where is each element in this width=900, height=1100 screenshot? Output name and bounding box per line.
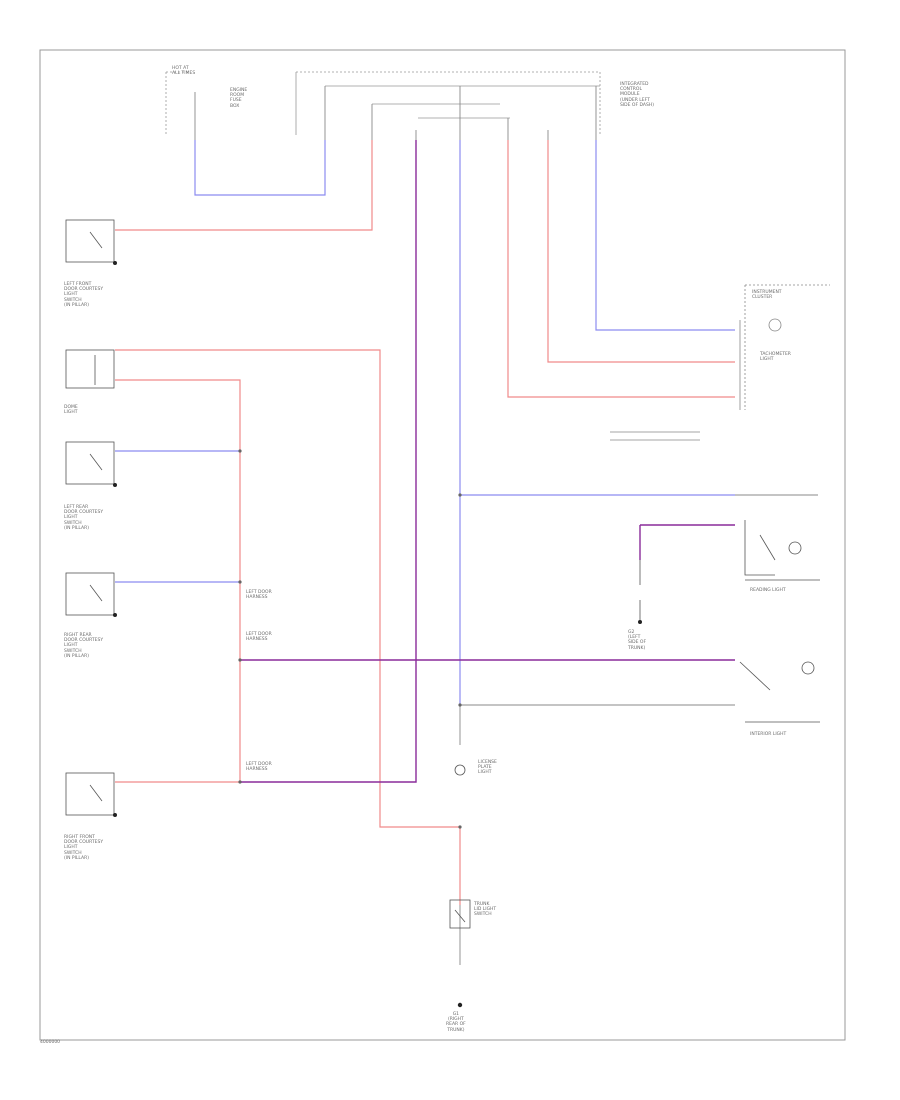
label-license-lamp: LICENSE PLATE LIGHT xyxy=(478,760,497,776)
label-trunk-switch: TRUNK LID LIGHT SWITCH xyxy=(474,902,497,918)
wires-red xyxy=(115,140,735,905)
wires-purple xyxy=(240,140,735,783)
license-lamp-symbol xyxy=(449,764,471,929)
label-fuse: HOT AT ALL TIMES xyxy=(172,66,196,77)
trunk-ground-dot xyxy=(457,1002,463,1008)
label-instrument-cluster: INSTRUMENT CLUSTER xyxy=(752,290,782,301)
interior-light-symbol xyxy=(739,661,820,723)
wires-gray xyxy=(459,494,818,965)
label-connector-left-3: LEFT DOOR HARNESS xyxy=(246,762,272,773)
label-lr-door-switch: LEFT REAR DOOR COURTESY LIGHT SWITCH (IN… xyxy=(64,505,104,531)
label-connector-left-1: LEFT DOOR HARNESS xyxy=(246,590,272,601)
label-rr-door-switch: RIGHT REAR DOOR COURTESY LIGHT SWITCH (I… xyxy=(64,633,104,659)
label-gauge-sub: TACHOMETER LIGHT xyxy=(760,352,791,363)
label-lf-door-switch: LEFT FRONT DOOR COURTESY LIGHT SWITCH (I… xyxy=(64,282,104,308)
label-dome-light: DOME LIGHT xyxy=(64,405,78,416)
reading-light-symbol xyxy=(744,520,820,581)
label-relay: ENGINE ROOM FUSE BOX xyxy=(230,88,248,109)
label-interior-light: INTERIOR LIGHT xyxy=(750,732,787,737)
label-reading-light: READING LIGHT xyxy=(750,588,786,593)
wires-blue xyxy=(115,140,735,705)
top-modules xyxy=(165,71,601,135)
diagram-border xyxy=(39,49,846,1041)
instrument-cluster xyxy=(610,284,830,441)
module-leads xyxy=(194,86,597,140)
label-rf-door-switch: RIGHT FRONT DOOR COURTESY LIGHT SWITCH (… xyxy=(64,835,104,861)
label-mid-ground: G2 (LEFT SIDE OF TRUNK) xyxy=(628,630,647,651)
door-switches xyxy=(65,219,115,816)
diagram-footer: 4000000 xyxy=(40,1040,61,1045)
label-connector-left-2: LEFT DOOR HARNESS xyxy=(246,632,272,643)
switch-grounds xyxy=(113,261,117,817)
label-trunk-ground: G1 (RIGHT REAR OF TRUNK) xyxy=(446,1012,466,1033)
label-module: INTEGRATED CONTROL MODULE (UNDER LEFT SI… xyxy=(620,82,654,108)
splices xyxy=(238,449,462,829)
